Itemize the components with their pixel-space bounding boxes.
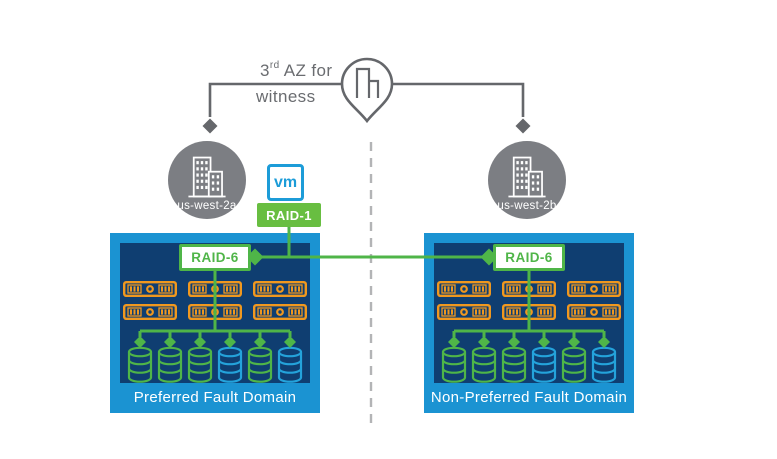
- disk-arrow-diamonds: [134, 336, 296, 348]
- disk-arrow-diamonds: [448, 336, 610, 348]
- left-arrow-diamond: [202, 118, 218, 134]
- az-circle-us-west-2b: us-west-2b: [488, 141, 566, 219]
- witness-right-connector-line: [392, 82, 525, 117]
- right-arrow-diamond: [515, 118, 531, 134]
- witness-label-line2: witness: [256, 87, 316, 106]
- storage-tree-lines: [138, 267, 292, 337]
- preferred-rack-diagram: [122, 267, 307, 383]
- preferred-fault-domain-label: Preferred Fault Domain: [133, 389, 297, 406]
- raid6-badge-left: RAID-6: [179, 244, 251, 271]
- witness-label-3: 3: [260, 61, 270, 80]
- witness-building-icon: [355, 67, 380, 98]
- non-preferred-fault-domain-label: Non-Preferred Fault Domain: [430, 389, 628, 406]
- witness-label-line1: 3rd AZ for: [260, 60, 333, 81]
- storage-tree-lines: [452, 267, 606, 337]
- az-circle-us-west-2a: us-west-2a: [168, 141, 246, 219]
- raid6-badge-right: RAID-6: [493, 244, 565, 271]
- non-preferred-rack-diagram: [437, 267, 621, 383]
- az-name-right: us-west-2b: [497, 200, 557, 212]
- witness-pin-icon: [340, 57, 394, 124]
- vm-icon: vm: [267, 164, 304, 201]
- raid1-badge: RAID-1: [257, 203, 321, 227]
- witness-label-azfor: AZ for: [279, 61, 333, 80]
- witness-label-ordinal: rd: [269, 60, 280, 72]
- az-name-left: us-west-2a: [177, 200, 237, 212]
- witness-left-connector-line: [208, 82, 342, 117]
